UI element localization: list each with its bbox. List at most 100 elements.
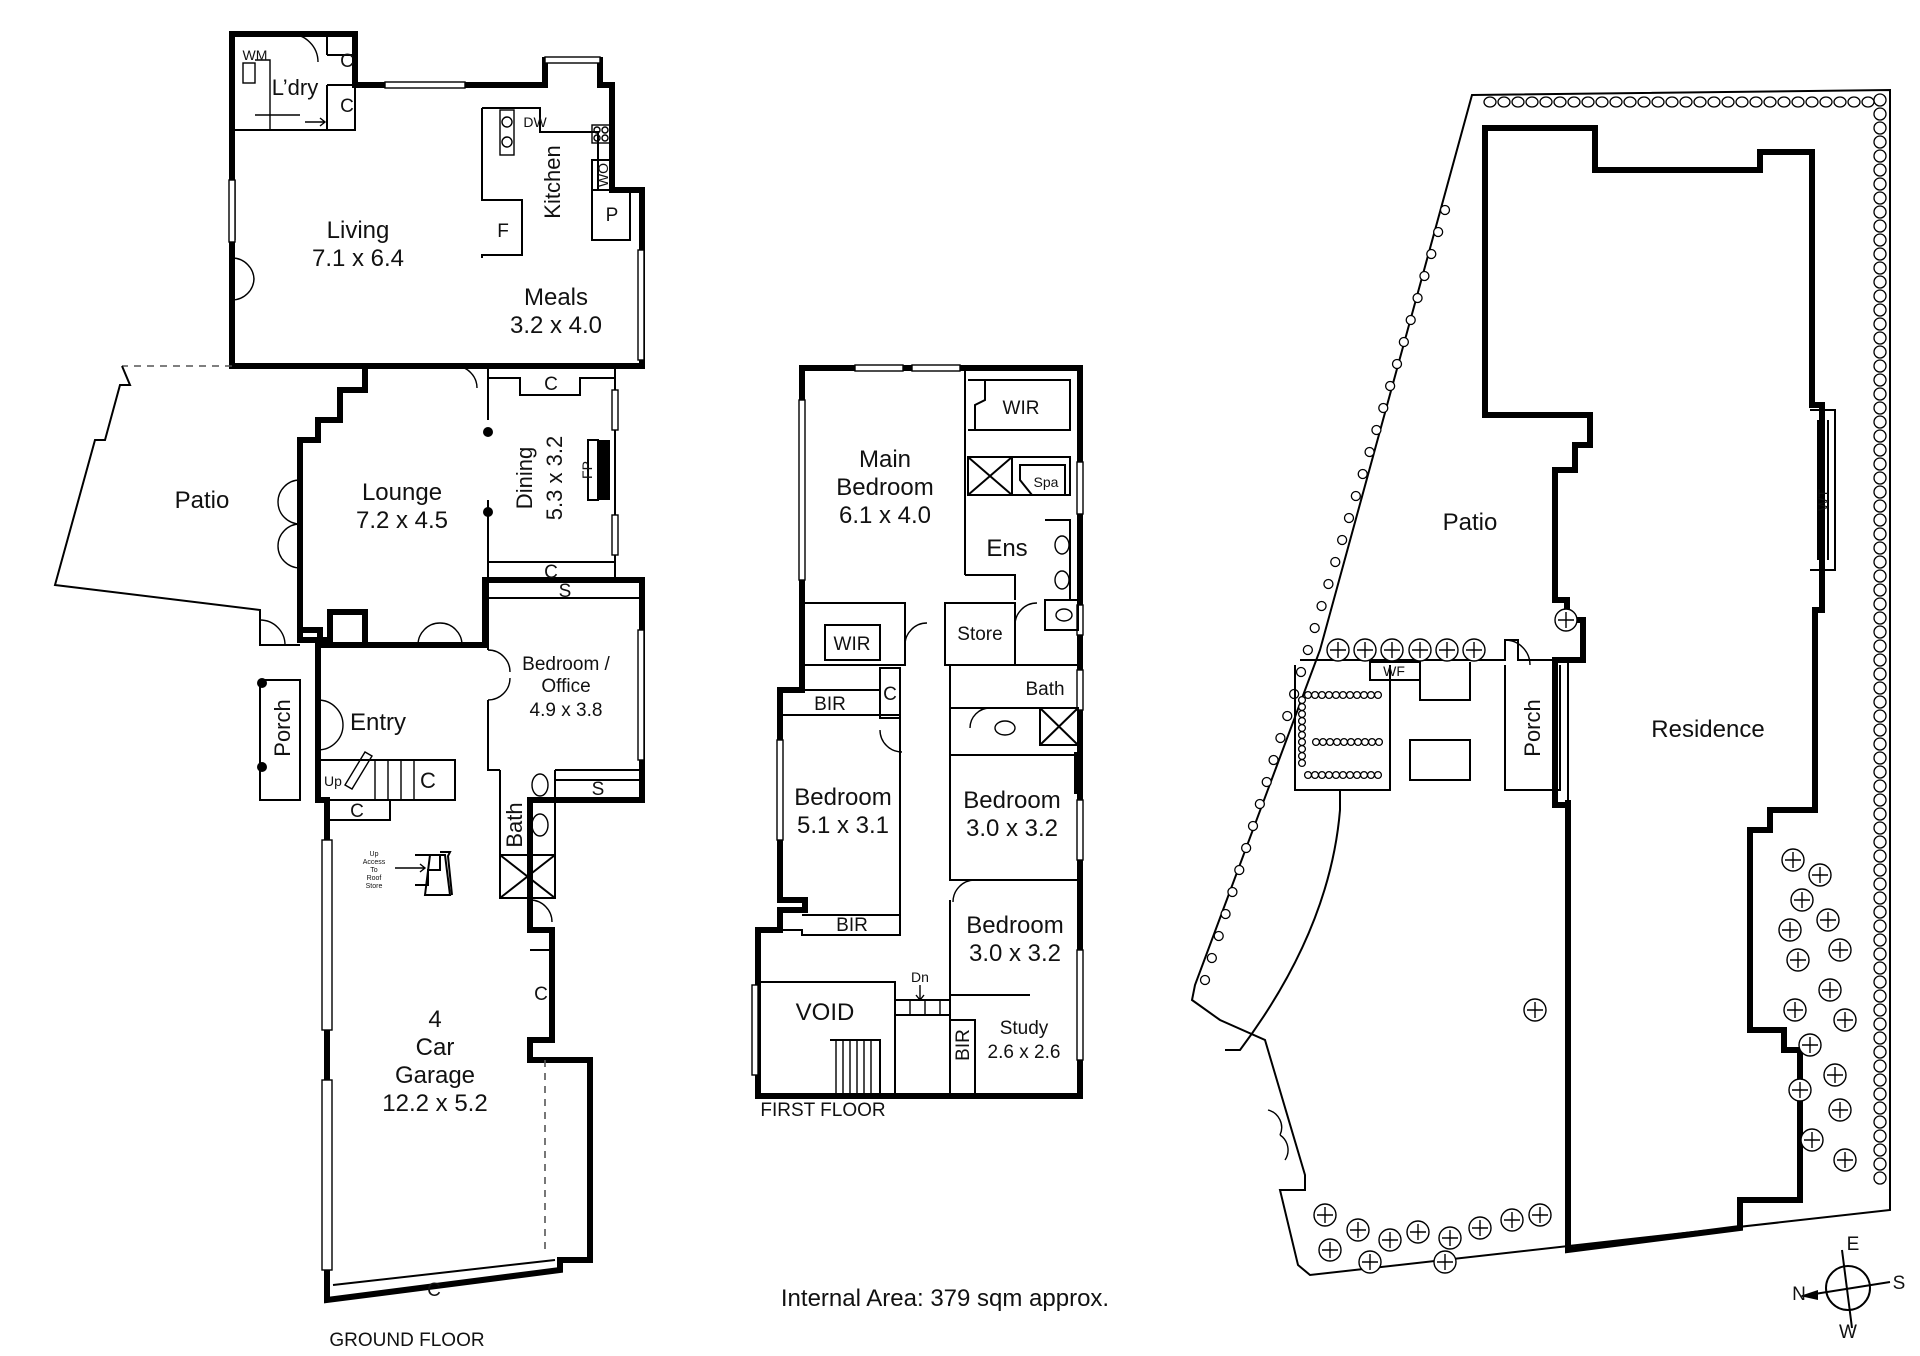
site-porch-label: Porch bbox=[1520, 699, 1545, 756]
dishwasher-label: DW bbox=[523, 114, 547, 130]
hedge-bead bbox=[1391, 358, 1403, 370]
seat bbox=[1297, 751, 1307, 761]
seating-rows bbox=[1297, 690, 1384, 780]
lounge-dimensions: 7.2 x 4.5 bbox=[356, 507, 448, 534]
residence-outline bbox=[1482, 125, 1825, 1254]
seat bbox=[1310, 690, 1320, 700]
hedge-bead bbox=[1309, 622, 1320, 634]
kitchen-label: Kitchen bbox=[540, 145, 565, 218]
hedge-bead bbox=[1873, 1031, 1887, 1045]
living-window-west bbox=[228, 179, 236, 243]
garage-c-label: C bbox=[427, 1280, 441, 1301]
ground-porch-label: Porch bbox=[270, 699, 295, 756]
hedge-bead bbox=[1873, 205, 1887, 219]
seat bbox=[1318, 737, 1328, 747]
entry-double-door bbox=[417, 622, 463, 646]
seat bbox=[1297, 716, 1307, 726]
hedge-bead bbox=[1873, 975, 1887, 989]
compass-south: S bbox=[1893, 1273, 1906, 1294]
lawn-outline bbox=[1225, 789, 1341, 1051]
patio-outline bbox=[53, 365, 300, 646]
shrub-detail bbox=[1317, 1207, 1333, 1223]
shrub-detail bbox=[1792, 1082, 1808, 1098]
hedge-bead bbox=[1227, 886, 1238, 898]
seat bbox=[1359, 690, 1369, 700]
site-plan: Patio Residence WF Porch WT E N S W bbox=[1190, 88, 1906, 1343]
hedge-bead bbox=[1873, 1143, 1887, 1157]
hedge-bead bbox=[1873, 373, 1887, 387]
hedge-bead bbox=[1336, 534, 1348, 546]
hedge-bead bbox=[1364, 446, 1375, 458]
ensuite-label: Ens bbox=[986, 535, 1027, 562]
shrub-detail bbox=[1787, 1002, 1803, 1018]
shrub-detail bbox=[1827, 1067, 1843, 1083]
seat bbox=[1297, 723, 1307, 733]
shrub-detail bbox=[1782, 922, 1798, 938]
compass-north: N bbox=[1792, 1284, 1806, 1305]
main-bedroom-label-2: Bedroom bbox=[836, 474, 933, 501]
site-porch-box bbox=[1504, 665, 1561, 791]
hedge-bead bbox=[1873, 639, 1887, 653]
hedge-bead bbox=[1412, 292, 1423, 304]
seat bbox=[1303, 770, 1313, 780]
hedge-bead bbox=[1873, 681, 1887, 695]
hedge-bead bbox=[1873, 191, 1887, 205]
seat bbox=[1345, 690, 1355, 700]
hedge-bead bbox=[1873, 1003, 1887, 1017]
seat bbox=[1332, 737, 1342, 747]
laundry-cupboard-1-label: C bbox=[340, 51, 354, 72]
site-boundary bbox=[1190, 88, 1891, 1277]
hedge-bead bbox=[1220, 908, 1231, 920]
hedge-bead bbox=[1651, 96, 1665, 108]
spa-label: Spa bbox=[1034, 474, 1059, 490]
hedge-bead bbox=[1378, 402, 1389, 414]
roof-note-line-3: To bbox=[370, 867, 378, 874]
study-label: Study bbox=[1000, 1018, 1049, 1039]
hedge-bead bbox=[1426, 248, 1437, 260]
roof-note-line-1: Up bbox=[370, 851, 379, 858]
hedge-bead bbox=[1873, 163, 1887, 177]
hedge-bead bbox=[1873, 1157, 1887, 1171]
shrub-detail bbox=[1790, 952, 1806, 968]
wm-label: WM bbox=[243, 47, 268, 63]
seat bbox=[1360, 737, 1370, 747]
wf-label: WF bbox=[1383, 663, 1405, 679]
bedroom-office-dimensions: 4.9 x 3.8 bbox=[530, 700, 603, 721]
hedge-bead bbox=[1295, 666, 1307, 678]
hedge-bead bbox=[1873, 947, 1887, 961]
seat bbox=[1317, 690, 1327, 700]
kitchen-window bbox=[544, 56, 601, 64]
hedge-bead bbox=[1213, 930, 1224, 942]
shrub-detail bbox=[1330, 642, 1346, 658]
shrub-detail bbox=[1558, 612, 1574, 628]
seat bbox=[1297, 695, 1307, 705]
dining-cupboard-label: C bbox=[544, 374, 558, 395]
meals-label: Meals bbox=[524, 284, 588, 311]
bedroom-office-label-1: Bedroom / bbox=[522, 654, 610, 675]
seat bbox=[1339, 737, 1349, 747]
hedge-bead bbox=[1707, 96, 1721, 108]
hedge-bead bbox=[1873, 667, 1887, 681]
stair-up-arrow bbox=[344, 751, 373, 790]
shrub-detail bbox=[1357, 642, 1373, 658]
hedge-bead bbox=[1357, 468, 1368, 480]
shrub-detail bbox=[1804, 1132, 1820, 1148]
shrub-detail bbox=[1785, 852, 1801, 868]
meals-window-east bbox=[637, 249, 645, 361]
shrub-detail bbox=[1439, 642, 1455, 658]
hedge-bead bbox=[1199, 974, 1211, 986]
hedge-bead bbox=[1511, 96, 1525, 108]
first-floor-plan: WIR Main Bedroom 6.1 x 4.0 Spa Ens Store… bbox=[751, 364, 1084, 1121]
hedge-bead bbox=[1873, 471, 1887, 485]
shrub-detail bbox=[1837, 1152, 1853, 1168]
seat bbox=[1373, 690, 1383, 700]
bedroom-3-label: Bedroom bbox=[966, 912, 1063, 939]
shrub-detail bbox=[1794, 892, 1810, 908]
hedge-bead bbox=[1791, 96, 1805, 108]
living-dimensions: 7.1 x 6.4 bbox=[312, 245, 404, 272]
hedge-bead bbox=[1873, 751, 1887, 765]
hedge-bead bbox=[1581, 96, 1595, 108]
garage-label-1: 4 bbox=[428, 1006, 441, 1033]
hedge-bead bbox=[1873, 107, 1887, 121]
seat bbox=[1297, 702, 1307, 712]
